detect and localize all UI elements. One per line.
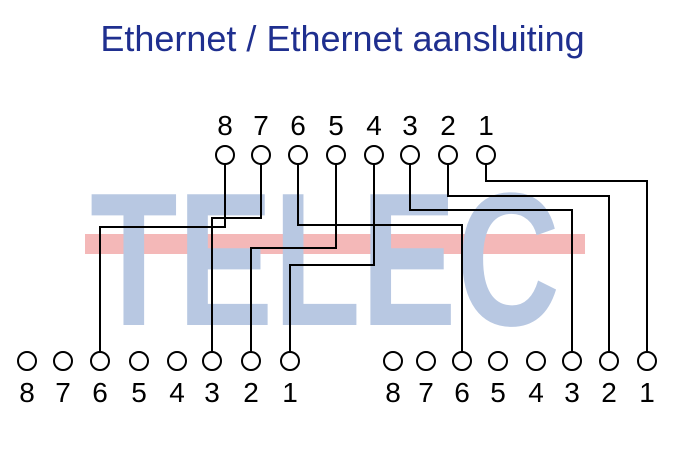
left-pin-label: 4 bbox=[169, 377, 185, 408]
top-pin-2 bbox=[438, 145, 458, 165]
top-pin-7 bbox=[251, 145, 271, 165]
top-pin-label: 6 bbox=[290, 110, 306, 141]
right-pin-label: 6 bbox=[454, 377, 470, 408]
right-pin-label: 5 bbox=[490, 377, 506, 408]
top-pin-3 bbox=[400, 145, 420, 165]
top-pin-6 bbox=[288, 145, 308, 165]
left-pin-8 bbox=[17, 351, 37, 371]
top-pin-label: 7 bbox=[253, 110, 269, 141]
left-pin-label: 5 bbox=[131, 377, 147, 408]
top-pin-5 bbox=[326, 145, 346, 165]
wire-top-6-to-right-6 bbox=[297, 164, 463, 352]
wire-top-2-to-right-2 bbox=[447, 164, 610, 352]
wire-top-4-to-left-1 bbox=[289, 164, 375, 352]
left-pin-label: 2 bbox=[243, 377, 259, 408]
top-pin-label: 3 bbox=[402, 110, 418, 141]
wire-top-1-to-right-1 bbox=[485, 164, 648, 352]
page-title: Ethernet / Ethernet aansluiting bbox=[100, 18, 585, 59]
wire-top-7-to-left-3 bbox=[211, 164, 262, 352]
top-pin-8 bbox=[215, 145, 235, 165]
right-pin-7 bbox=[416, 351, 436, 371]
top-pin-4 bbox=[364, 145, 384, 165]
wire-top-8-to-left-6 bbox=[99, 164, 226, 352]
right-pin-5 bbox=[488, 351, 508, 371]
left-pin-2 bbox=[241, 351, 261, 371]
left-pin-1 bbox=[280, 351, 300, 371]
right-pin-label: 8 bbox=[385, 377, 401, 408]
top-pin-label: 4 bbox=[366, 110, 382, 141]
right-pin-6 bbox=[452, 351, 472, 371]
right-pin-label: 1 bbox=[639, 377, 655, 408]
left-pin-7 bbox=[53, 351, 73, 371]
right-pin-3 bbox=[562, 351, 582, 371]
left-pin-label: 1 bbox=[282, 377, 298, 408]
right-pin-2 bbox=[599, 351, 619, 371]
top-pin-label: 8 bbox=[217, 110, 233, 141]
right-pin-4 bbox=[526, 351, 546, 371]
right-pin-1 bbox=[637, 351, 657, 371]
watermark-text: TELEC bbox=[90, 154, 560, 366]
left-pin-6 bbox=[90, 351, 110, 371]
right-pin-label: 3 bbox=[564, 377, 580, 408]
left-pin-5 bbox=[129, 351, 149, 371]
left-pin-label: 6 bbox=[92, 377, 108, 408]
pins bbox=[17, 145, 657, 371]
left-pin-label: 3 bbox=[204, 377, 220, 408]
left-pin-label: 7 bbox=[55, 377, 71, 408]
top-pin-label: 1 bbox=[478, 110, 494, 141]
top-pin-label: 2 bbox=[440, 110, 456, 141]
top-pin-1 bbox=[476, 145, 496, 165]
left-pin-3 bbox=[202, 351, 222, 371]
top-pin-label: 5 bbox=[328, 110, 344, 141]
right-pin-label: 2 bbox=[601, 377, 617, 408]
left-pin-label: 8 bbox=[19, 377, 35, 408]
watermark: TELEC bbox=[85, 154, 585, 366]
wires bbox=[99, 164, 648, 352]
right-pin-8 bbox=[383, 351, 403, 371]
right-pin-label: 7 bbox=[418, 377, 434, 408]
wire-top-5-to-left-2 bbox=[250, 164, 337, 352]
wire-top-3-to-right-3 bbox=[409, 164, 573, 352]
left-pin-4 bbox=[167, 351, 187, 371]
right-pin-label: 4 bbox=[528, 377, 544, 408]
